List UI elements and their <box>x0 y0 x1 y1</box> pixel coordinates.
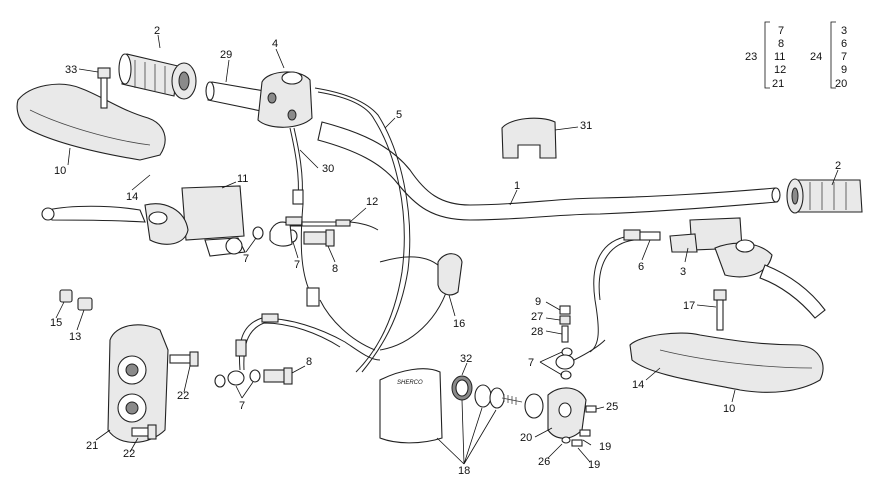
callout-13: 13 <box>69 331 81 343</box>
callout-6: 6 <box>638 261 644 273</box>
kit-24-item: 7 <box>841 51 847 63</box>
banjo-bolt-lower <box>263 367 293 385</box>
kit-24-item: 3 <box>841 25 847 37</box>
grip-left <box>118 53 197 100</box>
master-cylinder-right <box>669 217 773 278</box>
callout-12: 12 <box>366 196 378 208</box>
callout-10-left: 10 <box>54 165 66 177</box>
callout-28: 28 <box>531 326 543 338</box>
callout-14-right: 14 <box>632 379 644 391</box>
kit-24-label: 24 <box>810 51 822 63</box>
callout-29: 29 <box>220 49 232 61</box>
callout-2-grip-right: 2 <box>835 160 841 172</box>
logo-text: SHERCO <box>397 380 423 386</box>
callout-20: 20 <box>520 432 532 444</box>
bolt-17 <box>713 289 727 331</box>
brake-hose-rear <box>214 313 381 388</box>
callout-3: 3 <box>680 266 686 278</box>
callout-32: 32 <box>460 353 472 365</box>
callouts: 1 2 2 3 4 5 6 7 7 7 7 8 8 9 10 10 11 12 … <box>50 25 841 477</box>
clutch-lever <box>41 205 146 223</box>
callout-7-d: 7 <box>528 357 534 369</box>
callout-11: 11 <box>237 173 248 185</box>
callout-19-b: 19 <box>588 459 600 471</box>
callout-27: 27 <box>531 311 543 323</box>
callout-22-a: 22 <box>177 390 189 402</box>
callout-26: 26 <box>538 456 550 468</box>
callout-2-grip-left: 2 <box>154 25 160 37</box>
reservoir-kit: SHERCO <box>379 368 544 444</box>
callout-4: 4 <box>272 38 278 50</box>
banjo-fitting-right <box>555 339 606 380</box>
callout-14-left: 14 <box>126 191 138 203</box>
callout-8-b: 8 <box>306 356 312 368</box>
callout-21: 21 <box>86 440 98 452</box>
kit-24-item: 20 <box>835 78 847 90</box>
callout-15: 15 <box>50 317 62 329</box>
kit-brackets <box>764 21 836 89</box>
callout-7-b: 7 <box>294 259 300 271</box>
bolt-33 <box>97 67 111 109</box>
handguard-right <box>629 332 824 393</box>
part-31 <box>501 117 557 159</box>
throttle-housing <box>257 71 313 128</box>
callout-17: 17 <box>683 300 695 312</box>
grip-right <box>786 178 863 214</box>
callout-9: 9 <box>535 296 541 308</box>
callout-7-a: 7 <box>243 253 249 265</box>
callout-22-b: 22 <box>123 448 135 460</box>
kit-23-item: 7 <box>778 25 784 37</box>
callout-33: 33 <box>65 64 77 76</box>
pad-clips <box>59 289 93 311</box>
brake-caliper <box>107 324 169 443</box>
banjo-bolt-top <box>303 229 335 247</box>
kit-24-item: 6 <box>841 38 847 50</box>
callout-19-a: 19 <box>599 441 611 453</box>
callout-7-c: 7 <box>239 400 245 412</box>
kit-23-item: 8 <box>778 38 784 50</box>
kit-23-label: 23 <box>745 51 757 63</box>
callout-18: 18 <box>458 465 470 477</box>
handlebar <box>317 121 781 221</box>
callout-1: 1 <box>514 180 520 192</box>
rear-brake-line <box>589 229 661 353</box>
callout-31: 31 <box>580 120 592 132</box>
kit-23-item: 12 <box>774 64 786 76</box>
rear-master-cylinder <box>547 387 597 447</box>
leader-lines <box>55 34 839 465</box>
callout-30: 30 <box>322 163 334 175</box>
kit-24-item: 9 <box>841 64 847 76</box>
kit-23: 23 7 8 11 12 21 <box>745 25 786 90</box>
callout-5: 5 <box>396 109 402 121</box>
callout-10-right: 10 <box>723 403 735 415</box>
callout-16: 16 <box>453 318 465 330</box>
throttle-cables <box>289 87 451 373</box>
caliper-bolts <box>131 351 199 440</box>
brake-lever-right <box>759 264 826 319</box>
kit-23-item: 21 <box>772 78 784 90</box>
cable-guide <box>437 253 463 296</box>
kit-23-item: 11 <box>774 51 785 63</box>
master-cylinder-left <box>144 185 246 257</box>
callout-25: 25 <box>606 401 618 413</box>
kit-24: 24 3 6 7 9 20 <box>810 25 847 90</box>
bleeder-parts <box>559 305 571 343</box>
callout-8-a: 8 <box>332 263 338 275</box>
handguard-left <box>16 83 166 161</box>
